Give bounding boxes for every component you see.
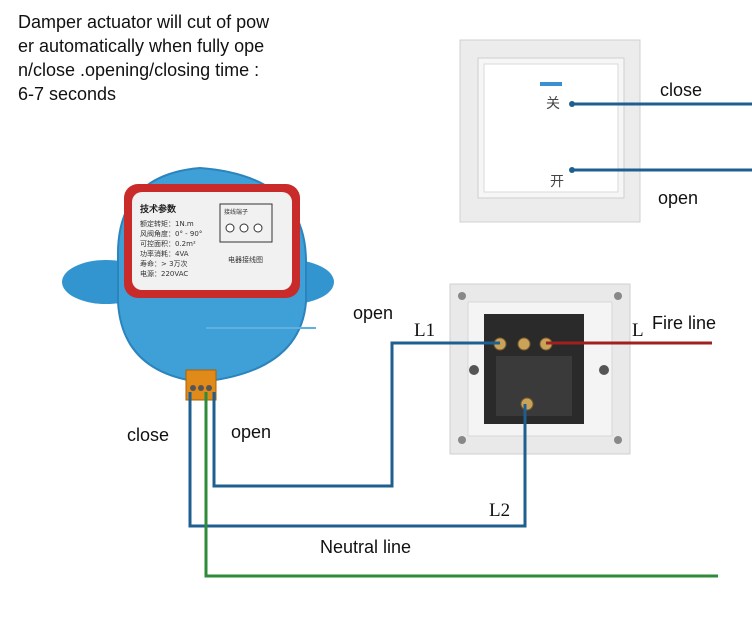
label-actuator-open: open bbox=[231, 422, 272, 442]
actuator-label-title: 技术参数 bbox=[140, 203, 177, 215]
label-switch-open: open bbox=[658, 188, 699, 208]
actuator-spec-line: 电源：220VAC bbox=[140, 269, 188, 278]
close-wire bbox=[188, 392, 527, 528]
note-line: Damper actuator will cut of pow bbox=[18, 12, 270, 32]
label-l-right: L bbox=[632, 320, 644, 341]
note-line: 6-7 seconds bbox=[18, 84, 117, 104]
actuator-spec-line: 可控面积：0.2m² bbox=[140, 239, 196, 248]
actuator-spec-line: 寿命：> 3万次 bbox=[140, 259, 188, 268]
switch-box bbox=[449, 283, 631, 455]
damper-actuator bbox=[62, 166, 334, 401]
wall-switch bbox=[459, 39, 641, 223]
switch-open-glyph: 开 bbox=[550, 174, 564, 190]
open-wire bbox=[212, 341, 500, 488]
actuator-spec-line: 额定转矩：1N.m bbox=[140, 219, 194, 228]
label-actuator-close: close bbox=[127, 425, 170, 445]
actuator-spec-line: 功率消耗：4VA bbox=[140, 249, 189, 258]
note-text: Damper actuator will cut of pow er autom… bbox=[18, 10, 318, 106]
label-l1: L1 bbox=[414, 320, 436, 341]
neutral-wire bbox=[204, 392, 718, 578]
actuator-wiring-box: 接线端子 bbox=[224, 208, 248, 216]
switch-indicator bbox=[540, 82, 562, 86]
label-fire-line: Fire line bbox=[652, 313, 717, 333]
actuator-wiring-title: 电器接线图 bbox=[228, 255, 263, 264]
label-l2: L2 bbox=[489, 500, 511, 521]
switch-close-glyph: 关 bbox=[546, 96, 560, 112]
label-neutral-line: Neutral line bbox=[320, 537, 412, 557]
note-line: n/close .opening/closing time : bbox=[18, 60, 260, 80]
actuator-spec-line: 风阀角度：0° - 90° bbox=[140, 229, 202, 238]
label-open-mid: open bbox=[353, 303, 394, 323]
label-switch-close: close bbox=[660, 80, 703, 100]
note-line: er automatically when fully ope bbox=[18, 36, 265, 56]
